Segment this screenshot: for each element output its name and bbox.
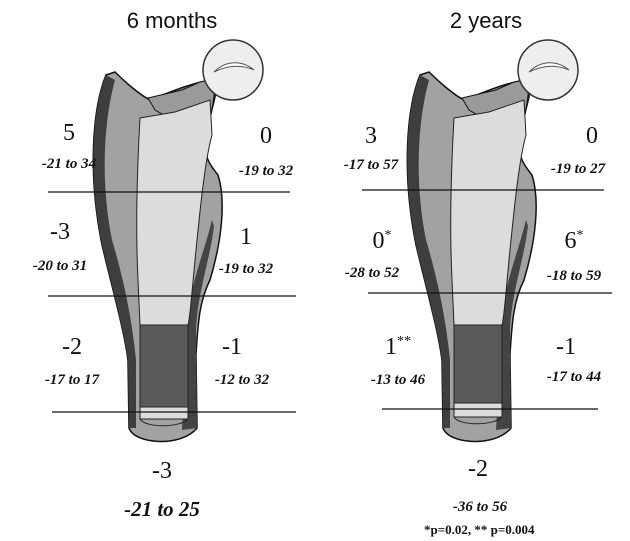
- zone-range: -28 to 52: [345, 265, 399, 282]
- zone-value: -1: [556, 334, 576, 361]
- zone-value: -2: [468, 456, 488, 483]
- zone-range: -18 to 59: [547, 268, 601, 285]
- zone-range: -17 to 57: [344, 157, 398, 174]
- distal-plug: [454, 403, 502, 417]
- zone-range: -36 to 56: [453, 499, 507, 516]
- zone-range: -17 to 44: [547, 369, 601, 386]
- zone-value: 6*: [565, 228, 584, 255]
- zone-value: 3: [365, 123, 377, 150]
- zone-value: 1**: [385, 334, 411, 361]
- footnote: *p=0.02, ** p=0.004: [424, 522, 535, 538]
- zone-range: -19 to 27: [551, 161, 605, 178]
- zone-value: 0*: [373, 228, 392, 255]
- zone-range: -13 to 46: [371, 372, 425, 389]
- zone-value: 0: [586, 123, 598, 150]
- distal-cement: [454, 325, 502, 403]
